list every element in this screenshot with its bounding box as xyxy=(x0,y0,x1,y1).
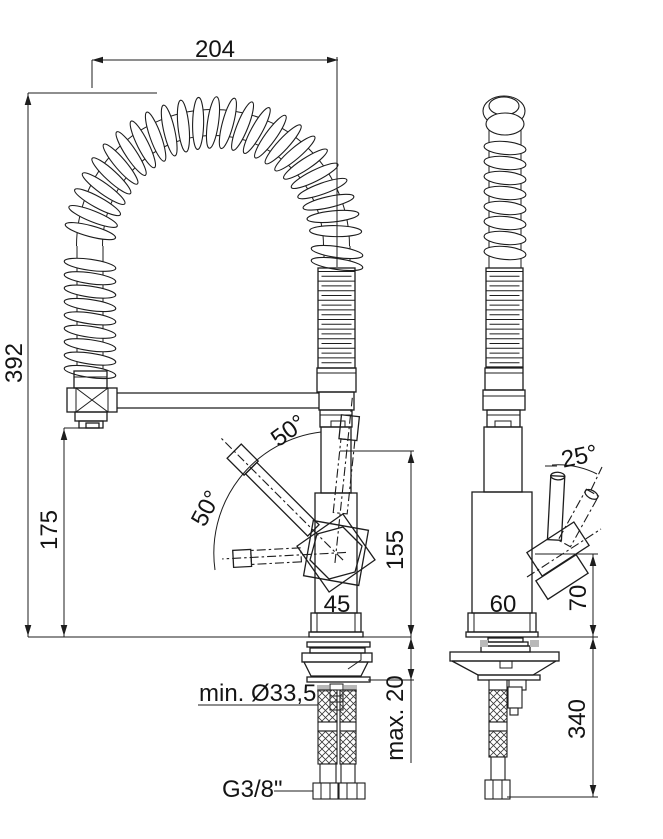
dim-spray-outlet-height: 175 xyxy=(36,510,63,550)
handle-rod-solid xyxy=(546,471,566,542)
dim-hose-arc-width: 204 xyxy=(195,36,235,63)
dim-hose-drop-length: 340 xyxy=(564,699,591,739)
handle-rod-phantom xyxy=(557,488,600,548)
dimensions xyxy=(24,56,598,798)
dim-pivot-height: 70 xyxy=(565,585,592,612)
spring-hose-side xyxy=(482,95,527,268)
tilt-arc xyxy=(551,464,598,475)
spring-hose-front xyxy=(63,96,364,380)
swing-arc xyxy=(213,431,322,571)
label-min-hole-diameter: min. Ø33,5 xyxy=(199,680,316,707)
label-max-deck-thickness: max. 20 xyxy=(382,675,409,760)
handle-lever-phantom-left xyxy=(222,547,347,569)
dim-spout-height: 155 xyxy=(382,530,409,570)
dim-body-width: 45 xyxy=(324,591,351,618)
angle-swing-upper: 50° xyxy=(266,409,311,452)
supply-hoses-front xyxy=(312,689,366,800)
label-supply-thread: G3/8" xyxy=(222,776,283,803)
handle-side xyxy=(525,464,603,601)
corrugated-spout-side xyxy=(485,267,524,368)
corrugated-spout-front xyxy=(317,267,356,369)
dim-total-height: 392 xyxy=(1,343,28,383)
side-view xyxy=(449,95,603,800)
supply-hose-side xyxy=(484,686,523,800)
support-pipe xyxy=(117,392,319,409)
front-view xyxy=(63,96,376,800)
dim-body-depth: 60 xyxy=(490,591,517,618)
spray-head xyxy=(66,370,118,429)
angle-swing-lower: 50° xyxy=(186,486,227,531)
handle-lever-phantom-up xyxy=(332,397,361,564)
faucet-body-side xyxy=(465,367,539,638)
handle-star-pivot xyxy=(296,513,376,593)
angle-handle-tilt: 25° xyxy=(559,440,600,474)
mounting-front xyxy=(301,641,373,800)
handle-lever-solid xyxy=(219,436,344,561)
handle-front xyxy=(213,397,376,593)
mounting-side xyxy=(449,637,560,800)
